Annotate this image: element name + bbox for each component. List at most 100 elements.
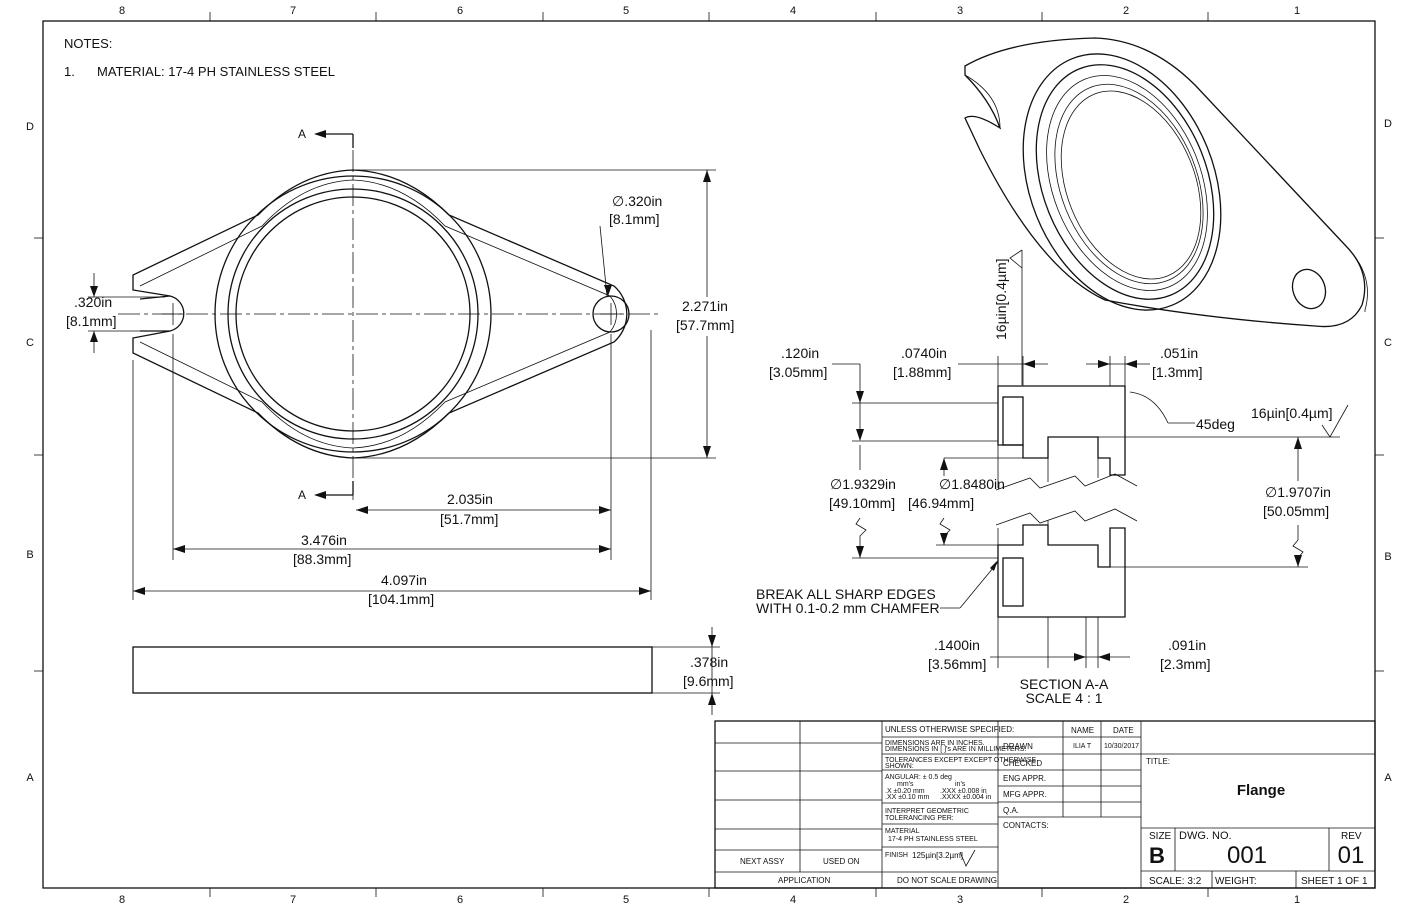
break-edges-line1: BREAK ALL SHARP EDGES — [756, 586, 936, 602]
zone-ticks — [34, 12, 1384, 897]
size-label: SIZE — [1149, 831, 1172, 842]
zone-col-top: 3 — [957, 5, 963, 17]
thickness-in: .378in — [690, 654, 728, 670]
rev-value: 01 — [1338, 842, 1365, 869]
zone-col-bottom: 2 — [1123, 894, 1129, 906]
dia1-in: ∅1.9329in — [830, 476, 896, 492]
section-label: SECTION A-A — [1020, 676, 1109, 692]
dia3-mm: [50.05mm] — [1263, 503, 1329, 519]
units-in: in's — [955, 781, 966, 788]
dims-line1: DIMENSIONS ARE IN INCHES. — [885, 740, 985, 747]
tolerance-line2: SHOWN: — [885, 763, 914, 770]
center-to-hole-mm: [51.7mm] — [440, 511, 498, 527]
dim-091-in: .091in — [1168, 637, 1206, 653]
drawn-name: ILIA T — [1073, 743, 1092, 750]
zone-col-top: 4 — [790, 5, 796, 17]
slot-edge — [139, 295, 171, 332]
zone-row-left: C — [26, 337, 34, 349]
notes-item-number: 1. — [64, 64, 75, 79]
zone-row-left: B — [26, 549, 33, 561]
dim-1400-mm: [3.56mm] — [928, 656, 986, 672]
surface-finish-right: 16µin[0.4µm] — [1251, 405, 1333, 421]
dim-051-in: .051in — [1160, 345, 1198, 361]
tolerance-x: .X ±0.20 mm — [885, 788, 925, 795]
dwg-no-label: DWG. NO. — [1179, 830, 1232, 842]
section-marker-top: A — [298, 127, 306, 141]
zone-col-bottom: 4 — [790, 894, 796, 906]
side-view: .378in [9.6mm] — [132, 627, 734, 715]
zone-row-right: D — [1384, 118, 1392, 130]
dim-051-mm: [1.3mm] — [1152, 364, 1203, 380]
break-edges-line2: WITH 0.1-0.2 mm CHAMFER — [756, 600, 940, 616]
used-on-label: USED ON — [823, 857, 860, 866]
dim-0740-mm: [1.88mm] — [893, 364, 951, 380]
zone-col-top: 2 — [1123, 5, 1129, 17]
zone-col-bottom: 5 — [623, 894, 629, 906]
height-dim-mm: [57.7mm] — [676, 317, 734, 333]
zone-col-bottom: 7 — [290, 894, 296, 906]
section-marker-bottom: A — [298, 488, 306, 502]
checked-label: CHECKED — [1003, 759, 1042, 768]
hole-dim-mm: [8.1mm] — [609, 211, 660, 227]
surface-finish-vertical: 16µin[0.4µm] — [993, 258, 1009, 340]
notes-heading: NOTES: — [64, 36, 112, 51]
material-value: 17-4 PH STAINLESS STEEL — [888, 836, 978, 843]
rev-label: REV — [1341, 831, 1362, 842]
hole-span-mm: [88.3mm] — [293, 551, 351, 567]
dia2-mm: [46.94mm] — [908, 495, 974, 511]
zone-col-top: 5 — [623, 5, 629, 17]
angular-tolerance: ANGULAR: ± 0.5 deg — [885, 774, 952, 781]
finish-label: FINISH — [885, 852, 908, 859]
notes-item-text: MATERIAL: 17-4 PH STAINLESS STEEL — [97, 64, 335, 79]
unless-specified: UNLESS OTHERWISE SPECIFIED: — [885, 725, 1014, 734]
contacts-label: CONTACTS: — [1003, 821, 1049, 830]
dwg-no-value: 001 — [1227, 842, 1267, 869]
section-view: 16µin[0.4µm] .120in [3.05mm] .0740in [1.… — [756, 249, 1349, 706]
hole-span-in: 3.476in — [301, 532, 347, 548]
slot-dim-mm: [8.1mm] — [66, 313, 117, 329]
units-mm: mm's — [897, 781, 914, 788]
mfg-appr-label: MFG APPR. — [1003, 790, 1047, 799]
overall-dim-in: 4.097in — [381, 572, 427, 588]
isometric-view — [964, 37, 1368, 328]
hole-dim-in: ∅.320in — [612, 193, 662, 209]
zone-row-left: D — [26, 121, 34, 133]
drawn-date: 10/30/2017 — [1104, 743, 1139, 750]
dim-120-in: .120in — [781, 345, 819, 361]
next-assy-label: NEXT ASSY — [740, 857, 785, 866]
front-view: A A ∅.320in [8.1mm] .320in [8.1mm] 2.271… — [66, 127, 734, 607]
material-label: MATERIAL — [885, 828, 920, 835]
overall-dim-mm: [104.1mm] — [368, 591, 434, 607]
thickness-mm: [9.6mm] — [683, 673, 734, 689]
zone-col-top: 1 — [1294, 5, 1300, 17]
slot-dim-in: .320in — [74, 294, 112, 310]
col-name: NAME — [1071, 726, 1094, 735]
eng-appr-label: ENG APPR. — [1003, 774, 1046, 783]
dims-line2: DIMENSIONS IN [ ]'s ARE IN MILLIMETERS. — [885, 746, 1026, 753]
zone-row-right: A — [1384, 772, 1392, 784]
section-upper-block — [997, 385, 1126, 476]
no-scale-note: DO NOT SCALE DRAWING — [897, 876, 997, 885]
application-label: APPLICATION — [778, 876, 831, 885]
zone-row-left: A — [26, 772, 34, 784]
sheet-border — [42, 20, 1376, 889]
dia2-in: ∅1.8480in — [939, 476, 1005, 492]
dim-091-mm: [2.3mm] — [1160, 656, 1211, 672]
height-dim-in: 2.271in — [682, 298, 728, 314]
zone-col-bottom: 8 — [119, 894, 125, 906]
tolerance-xxx: .XXX ±0.008 in — [940, 788, 987, 795]
title-label: TITLE: — [1146, 757, 1170, 766]
chamfer-angle: 45deg — [1196, 416, 1235, 432]
size-value: B — [1149, 843, 1165, 868]
dim-1400-in: .1400in — [934, 637, 980, 653]
qa-label: Q.A. — [1003, 806, 1019, 815]
drawn-label: DRAWN — [1003, 742, 1033, 751]
zone-col-top: 6 — [457, 5, 463, 17]
col-date: DATE — [1113, 726, 1134, 735]
dim-120-mm: [3.05mm] — [769, 364, 827, 380]
center-to-hole-in: 2.035in — [447, 491, 493, 507]
title-block: NEXT ASSY USED ON APPLICATION UNLESS OTH… — [714, 720, 1376, 889]
sheet-value: SHEET 1 OF 1 — [1301, 876, 1368, 887]
zone-col-bottom: 6 — [457, 894, 463, 906]
